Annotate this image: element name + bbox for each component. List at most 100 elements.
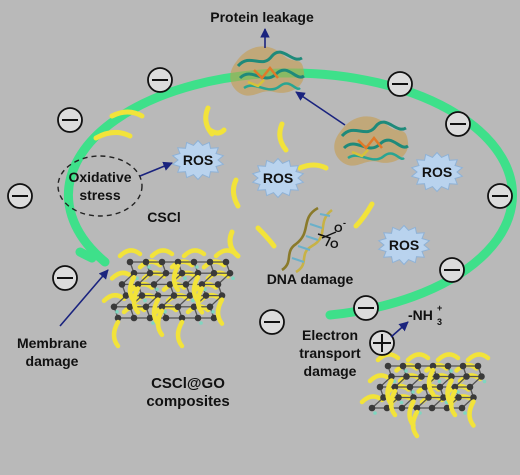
graphene-atom [478,373,485,380]
graphene-atom [474,362,482,370]
graphene-atom [134,281,142,288]
electron-label-2: transport [299,345,361,361]
membrane-damage-arrow [59,269,109,327]
graphene-atom [398,404,406,412]
csci-strand [446,383,471,394]
electron-label-1: Electron [302,327,358,343]
csci-strand [454,362,479,373]
graphene-atom [206,258,214,266]
amine-group [155,287,159,292]
membrane-label-1: Membrane [17,335,87,351]
graphene-sheet-icon [101,248,239,349]
csci-strand [397,373,423,384]
graphene-atom [451,383,459,391]
graphene-atom [376,383,384,391]
negative-charge-icon [445,111,471,137]
graphene-atom [440,394,447,401]
graphene-atom [414,362,422,370]
graphene-atom [162,269,170,277]
csci-strand [111,319,121,349]
graphene-atom [395,394,402,401]
ros-star-icon: ROS [171,139,225,181]
amine-group [151,321,155,325]
negative-charge-icon [147,67,173,93]
amine-group [449,369,453,373]
graphene-atom [425,394,432,401]
csci-strand [297,162,329,171]
graphene-atom [162,314,170,322]
graphene-atom [210,314,218,322]
graphene-atom [403,373,410,380]
graphene-atom [391,383,399,391]
csci-strand [207,127,227,136]
dna-icon [281,206,337,274]
csci-strand [448,388,458,418]
graphene-atom [174,303,182,311]
graphene-atom [154,292,162,299]
graphene-atom [444,362,452,370]
graphene-atom [418,373,425,380]
oxidative-label-1: Oxidative [68,169,131,185]
amine-group [463,411,467,415]
graphene-atom [126,303,134,311]
csci-strand [394,362,419,373]
graphene-atom [214,281,222,288]
negative-charge-icon [57,107,83,133]
protein-transport-arrow [295,91,346,126]
graphene-atom [459,362,467,370]
graphene-atom [138,292,146,299]
ros-star-icon: ROS [251,157,305,199]
ros-star-icon: ROS [410,151,464,193]
graphene-atom [206,303,214,311]
graphene-atom [470,394,477,401]
csci-strand [213,248,239,259]
csci-strand [449,394,475,405]
dna-damage-label: DNA damage [267,271,354,287]
protein-leakage-label: Protein leakage [210,9,314,25]
graphene-atom [222,258,230,266]
csci-strand [131,286,141,315]
graphene-atom [178,269,186,277]
csci-strand [255,225,277,249]
negative-charge-icon [439,257,465,283]
graphene-atom [384,362,392,370]
nh3-arrow [390,321,409,338]
amine-group [482,379,487,384]
positive-charge-icon [369,330,395,356]
graphene-atom [218,292,226,299]
csci-strand [427,373,453,384]
oxidative-arrow [139,161,173,177]
graphene-atom [158,258,166,266]
graphene-atom [122,292,130,299]
graphene-atom [202,292,210,299]
csci-strand [109,109,145,119]
graphene-atom [142,258,150,266]
amine-group [115,310,119,314]
csci-strand [101,293,127,304]
graphene-atom [130,269,138,277]
nh3-sup: + [437,303,442,313]
graphene-atom [466,383,474,391]
graphene-atom [198,281,206,288]
csci-strand [149,248,175,259]
amine-group [183,276,187,281]
cell-membrane [64,68,517,320]
csci-label: CSCl [147,209,180,225]
graphene-atom [421,383,429,391]
csci-strand [353,201,375,229]
graphene-atom [428,404,436,412]
graphene-atom [458,404,466,412]
graphene-atom [174,258,182,266]
graphene-atom [436,383,444,391]
csci-strand [426,367,436,397]
graphene-atom [110,303,118,311]
nh3-sub: 3 [437,317,442,327]
graphene-atom [429,362,437,370]
amine-group [191,298,195,303]
graphene-atom [368,404,376,412]
graphene-atom [194,314,202,322]
graphene-atom [170,292,178,299]
graphene-atom [194,269,202,277]
